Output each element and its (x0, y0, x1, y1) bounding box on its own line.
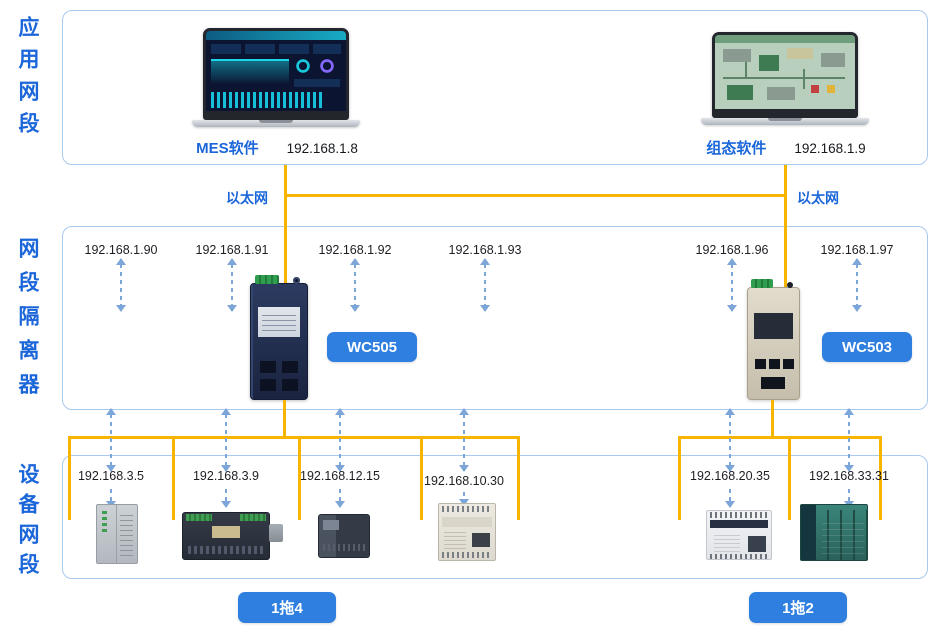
device-ip-1: 192.168.3.5 (77, 469, 145, 483)
wc505-downlink-line (283, 400, 286, 437)
ethernet-line-left-vertical (284, 165, 287, 284)
scada-software-label: 组态软件 (706, 140, 767, 157)
device-ip-6: 192.168.33.31 (809, 469, 889, 483)
mapping-arrow (227, 258, 237, 312)
device-arrow (221, 489, 231, 508)
plc-dark-brick-image (182, 512, 283, 560)
mes-laptop-base (192, 120, 360, 127)
left-bus-drop (172, 436, 175, 520)
mapping-arrow (480, 258, 490, 312)
mes-ip-label: 192.168.1.8 (286, 141, 358, 156)
mapping-arrow (106, 408, 116, 472)
left-bus-drop (68, 436, 71, 520)
isolator-ip-5: 192.168.1.96 (695, 243, 769, 257)
mapping-arrow (844, 408, 854, 472)
mode-badge-1to4: 1拖4 (238, 592, 336, 623)
mes-laptop-screen (203, 28, 349, 120)
mes-dashboard-graphic (206, 31, 346, 111)
device-arrow (335, 489, 345, 508)
scada-laptop-base (701, 118, 869, 125)
wc505-gateway-image (250, 275, 308, 400)
scada-ip-label: 192.168.1.9 (794, 141, 866, 156)
mode-badge-1to2: 1拖2 (749, 592, 847, 623)
mapping-arrow (727, 258, 737, 312)
device-arrow (459, 492, 469, 506)
left-bus-line (68, 436, 520, 439)
device-arrow (106, 489, 116, 508)
mes-laptop-image (192, 28, 360, 127)
mapping-arrow (852, 258, 862, 312)
device-ip-4: 192.168.10.30 (424, 474, 504, 488)
device-arrow (844, 489, 854, 508)
ethernet-line-horizontal (284, 194, 787, 197)
scada-laptop-image (701, 32, 869, 125)
mes-software-label: MES软件 (196, 140, 259, 157)
mapping-arrow (221, 408, 231, 472)
side-label-device-segment: 设备网段 (16, 463, 39, 583)
device-ip-2: 192.168.3.9 (192, 469, 260, 483)
ethernet-label-right: 以太网 (797, 190, 839, 206)
device-ip-5: 192.168.20.35 (690, 469, 770, 483)
wc503-downlink-line (771, 400, 774, 437)
isolator-ip-3: 192.168.1.92 (318, 243, 392, 257)
side-label-app-segment: 应用网段 (16, 16, 39, 144)
mapping-arrow (725, 408, 735, 472)
scada-caption: 组态软件 192.168.1.9 (677, 137, 895, 158)
ethernet-label-left: 以太网 (226, 190, 268, 206)
isolator-ip-1: 192.168.1.90 (84, 243, 158, 257)
scada-screen-graphic (715, 35, 855, 109)
wc503-gateway-image (747, 279, 800, 400)
plc-delta-image (706, 510, 772, 560)
plc-compact-image (318, 514, 370, 558)
left-bus-drop (517, 436, 520, 520)
plc-rack-module-image (96, 504, 138, 564)
right-bus-line (678, 436, 882, 439)
left-bus-drop (420, 436, 423, 520)
mapping-arrow (116, 258, 126, 312)
left-bus-drop (298, 436, 301, 520)
plc-white-fx-image (438, 503, 496, 561)
right-bus-drop (879, 436, 882, 520)
right-bus-drop (678, 436, 681, 520)
mapping-arrow (335, 408, 345, 472)
right-bus-drop (788, 436, 791, 520)
scada-laptop-screen (712, 32, 858, 118)
side-label-isolator-segment: 网段隔离器 (16, 237, 39, 407)
ethernet-line-right-vertical (784, 165, 787, 288)
device-arrow (725, 489, 735, 508)
device-ip-3: 192.168.12.15 (300, 469, 380, 483)
isolator-ip-6: 192.168.1.97 (820, 243, 894, 257)
isolator-ip-2: 192.168.1.91 (195, 243, 269, 257)
plc-teal-rack-image (800, 504, 868, 561)
mapping-arrow (459, 408, 469, 472)
isolator-ip-4: 192.168.1.93 (448, 243, 522, 257)
mapping-arrow (350, 258, 360, 312)
mes-caption: MES软件 192.168.1.8 (168, 137, 386, 158)
wc503-badge: WC503 (822, 332, 912, 362)
wc505-badge: WC505 (327, 332, 417, 362)
